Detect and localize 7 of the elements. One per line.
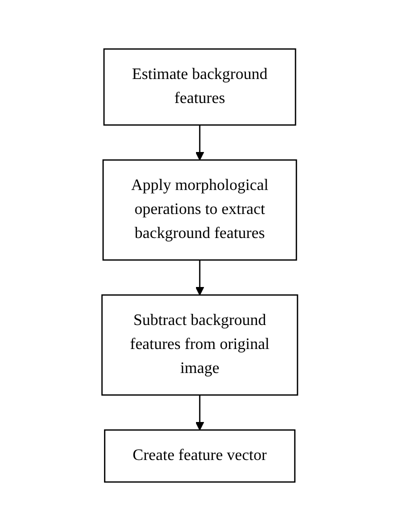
node-box: Estimate background features xyxy=(104,48,296,126)
node-box: Create feature vector xyxy=(104,428,296,482)
arrow xyxy=(196,260,204,295)
node-box: Apply morphological operations to extract background features xyxy=(102,158,298,260)
arrow xyxy=(196,394,204,430)
node-box: Subtract background features from original image xyxy=(102,294,298,396)
arrow xyxy=(196,124,204,160)
